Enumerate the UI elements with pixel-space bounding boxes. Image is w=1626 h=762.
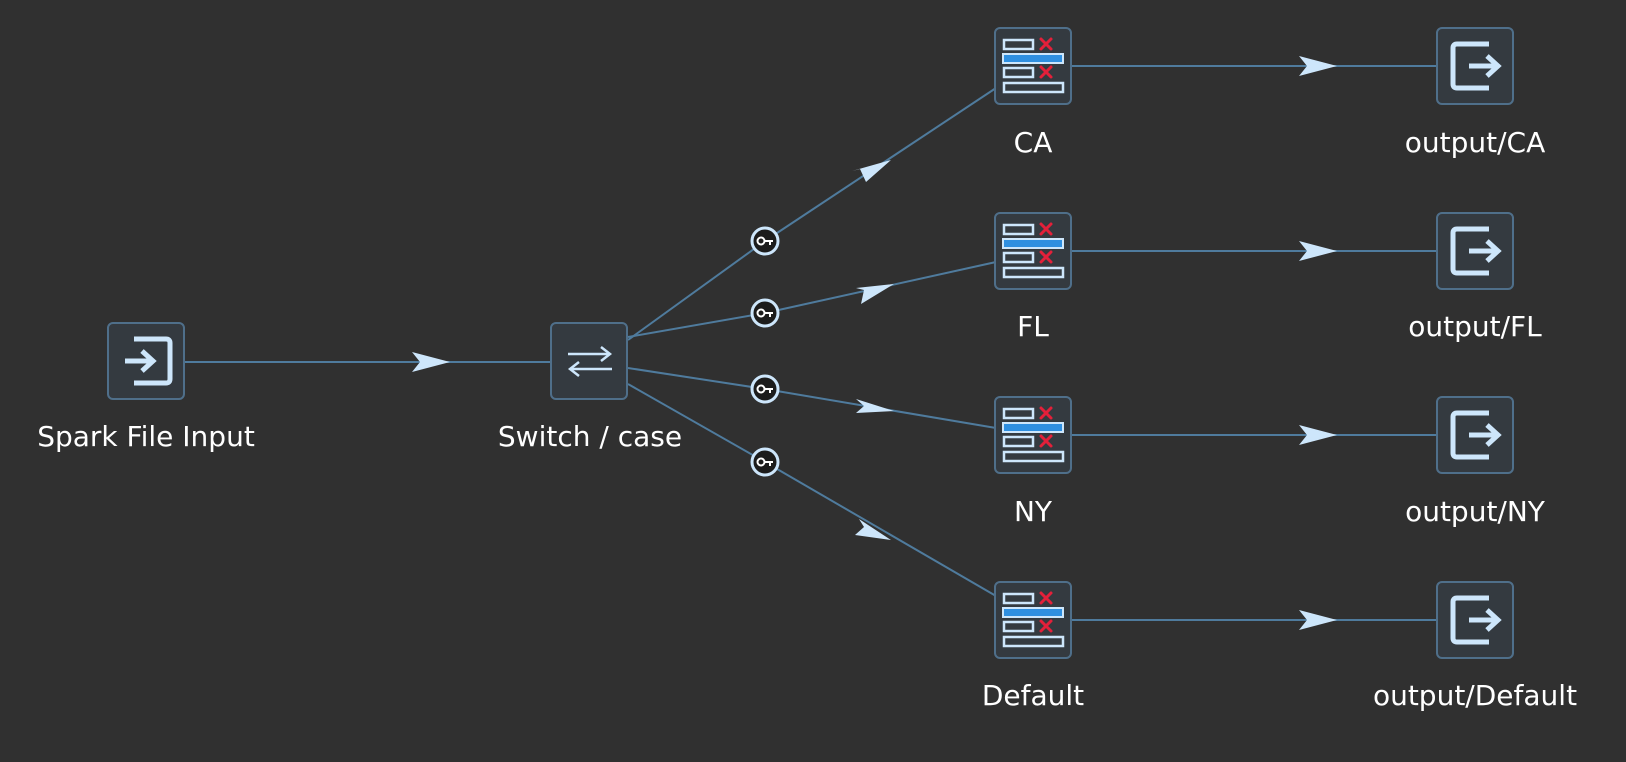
step-label-output-fl: output/FL	[1408, 310, 1542, 343]
hop-arrow-icon	[856, 399, 894, 413]
step-switch-case[interactable]	[550, 322, 628, 400]
step-label-output-ca: output/CA	[1404, 126, 1546, 159]
step-label-default: Default	[981, 679, 1085, 712]
hop-default-to-output[interactable]	[1071, 610, 1437, 630]
step-output-ny[interactable]	[1436, 396, 1514, 474]
hop-arrow-icon	[852, 160, 891, 182]
step-label-fl: FL	[1017, 310, 1049, 343]
step-spark-file-input[interactable]	[107, 322, 185, 400]
key-icon	[756, 384, 773, 394]
hop-switch-to-fl[interactable]	[627, 261, 997, 338]
step-label-ca: CA	[1013, 126, 1053, 159]
step-select-ny[interactable]	[994, 396, 1072, 474]
hop-switch-to-ca[interactable]	[627, 87, 997, 341]
key-icon	[756, 236, 773, 246]
hop-switch-to-default[interactable]	[627, 383, 997, 597]
hop-marker-ca[interactable]	[750, 226, 780, 256]
hop-ca-to-output[interactable]	[1071, 56, 1437, 76]
hop-switch-to-ny[interactable]	[627, 367, 997, 429]
hop-arrow-icon	[1299, 56, 1337, 76]
key-icon	[756, 457, 773, 467]
hop-marker-default[interactable]	[750, 447, 780, 477]
step-output-ca[interactable]	[1436, 27, 1514, 105]
step-select-default[interactable]	[994, 581, 1072, 659]
step-label-ny: NY	[1013, 495, 1053, 528]
hop-ny-to-output[interactable]	[1071, 425, 1437, 445]
hop-arrow-icon	[1299, 425, 1337, 445]
step-select-ca[interactable]	[994, 27, 1072, 105]
step-label-output-ny: output/NY	[1405, 495, 1545, 528]
hop-arrow-icon	[1299, 610, 1337, 630]
step-label-switch-case: Switch / case	[497, 420, 683, 453]
hop-input-to-switch[interactable]	[184, 352, 551, 372]
key-icon	[756, 308, 773, 318]
steps	[107, 27, 1514, 659]
hop-fl-to-output[interactable]	[1071, 241, 1437, 261]
hop-arrow-icon	[412, 352, 450, 372]
hops	[184, 56, 1437, 630]
hop-marker-fl[interactable]	[750, 298, 780, 328]
step-label-output-default: output/Default	[1372, 679, 1578, 712]
step-select-fl[interactable]	[994, 212, 1072, 290]
step-label-spark-file-input: Spark File Input	[37, 420, 255, 453]
hop-marker-ny[interactable]	[750, 374, 780, 404]
step-output-default[interactable]	[1436, 581, 1514, 659]
hop-arrow-icon	[1299, 241, 1337, 261]
hop-arrow-icon	[855, 519, 891, 540]
hop-arrow-icon	[856, 284, 894, 304]
step-output-fl[interactable]	[1436, 212, 1514, 290]
